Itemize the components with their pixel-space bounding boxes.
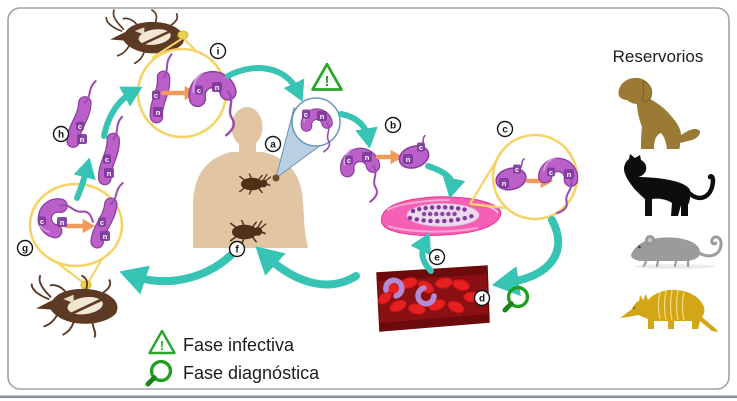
nucleus-label: n	[564, 169, 574, 179]
reservoir-cat	[624, 154, 716, 216]
arrow-f-to-g	[119, 246, 240, 295]
bottom-rule	[0, 395, 737, 399]
kinetoplast-label: c	[98, 217, 106, 227]
magnifier-line	[151, 37, 184, 59]
amastigote-dots	[410, 205, 473, 214]
svg-text:c: c	[515, 165, 519, 174]
reservoir-armadillo	[620, 289, 718, 332]
svg-text:n: n	[60, 218, 65, 227]
blood-vessel	[376, 265, 490, 332]
bug-gut-spot	[177, 30, 189, 40]
kinetoplast-label: c	[195, 85, 203, 95]
arrow-b-to-tissue	[425, 163, 466, 199]
kinetoplast-label: c	[302, 109, 310, 119]
stage-label-a: a	[264, 135, 282, 153]
svg-text:f: f	[235, 245, 239, 256]
nucleus-label: n	[57, 217, 67, 227]
svg-text:n: n	[567, 170, 572, 179]
svg-text:n: n	[156, 108, 161, 117]
infective-warning-icon: !	[311, 62, 343, 91]
kinetoplast-label: c	[547, 167, 555, 177]
nucleus-label: n	[317, 111, 327, 121]
svg-text:c: c	[40, 217, 44, 226]
magnified-view-a	[291, 97, 341, 147]
svg-text:n: n	[107, 169, 112, 178]
nucleus-label: n	[403, 154, 413, 164]
svg-text:c: c	[154, 91, 158, 100]
svg-text:n: n	[103, 232, 108, 241]
arrow-a-to-b	[338, 111, 378, 149]
svg-text:c: c	[549, 168, 553, 177]
svg-text:n: n	[406, 155, 411, 164]
stage-label-c: c	[496, 120, 514, 138]
nucleus-label: n	[77, 134, 87, 144]
stage-label-b: b	[384, 116, 402, 134]
svg-text:i: i	[217, 47, 220, 58]
nucleus-label: n	[104, 168, 114, 178]
legend-infective-label: Fase infectiva	[183, 335, 295, 355]
muscle-tissue	[380, 196, 502, 236]
legend-diagnostic-label: Fase diagnóstica	[183, 363, 320, 383]
nucleus-label: n	[362, 152, 372, 162]
kinetoplast-label: c	[345, 155, 353, 165]
svg-text:n: n	[502, 179, 507, 188]
svg-text:n: n	[320, 112, 325, 121]
arrow-e-blood-to-tissue	[410, 232, 434, 274]
svg-text:n: n	[365, 153, 370, 162]
reservoir-mouse	[631, 235, 723, 269]
bite-site-dot	[272, 174, 280, 182]
kinetoplast-label: c	[76, 121, 84, 131]
svg-text:c: c	[100, 218, 104, 227]
kinetoplast-label: c	[417, 142, 425, 152]
svg-text:c: c	[105, 155, 109, 164]
reservoir-dog	[618, 77, 701, 149]
svg-text:c: c	[502, 125, 508, 136]
reservoirs-title: Reservorios	[613, 47, 704, 66]
stage-label-g: g	[16, 239, 34, 257]
kinetoplast-label: c	[38, 216, 46, 226]
legend-infective-icon: !	[148, 329, 176, 355]
svg-text:c: c	[197, 86, 201, 95]
arrow-h-to-i	[101, 86, 143, 139]
kinetoplast-label: c	[103, 154, 111, 164]
nucleus-label: n	[100, 231, 110, 241]
arrow-i-to-a	[225, 65, 305, 102]
svg-text:c: c	[419, 143, 423, 152]
amastigote-dots	[407, 213, 475, 224]
magnifier-line	[87, 258, 103, 284]
svg-text:h: h	[58, 130, 64, 141]
stage-label-d: d	[473, 289, 491, 307]
nucleus-label: n	[153, 107, 163, 117]
magnifier-line	[55, 261, 85, 284]
stage-label-i: i	[209, 42, 227, 60]
kinetoplast-label: c	[513, 164, 521, 174]
svg-text:d: d	[479, 294, 485, 305]
svg-text:c: c	[304, 110, 308, 119]
arrow-reservoirs-to-f	[255, 246, 360, 289]
trypomastigote-in-blood	[383, 277, 405, 299]
svg-text:c: c	[347, 156, 351, 165]
svg-text:g: g	[22, 244, 28, 255]
svg-text:e: e	[434, 253, 440, 264]
kinetoplast-label: c	[152, 90, 160, 100]
arrow-g-to-h	[73, 157, 96, 201]
warning-glyph: !	[160, 338, 164, 353]
svg-text:a: a	[270, 140, 276, 151]
svg-text:b: b	[390, 121, 396, 132]
arrow-c-to-blood	[491, 216, 563, 297]
svg-text:c: c	[78, 122, 82, 131]
nucleus-label: n	[499, 178, 509, 188]
stage-label-e: e	[428, 248, 446, 266]
stage-label-h: h	[52, 125, 70, 143]
svg-text:n: n	[80, 135, 85, 144]
warning-glyph: !	[325, 73, 330, 90]
magnifier-line	[469, 202, 507, 210]
trypomastigote-in-blood	[415, 285, 437, 307]
svg-text:n: n	[215, 83, 220, 92]
stage-label-f: f	[228, 240, 246, 258]
nucleus-label: n	[212, 82, 222, 92]
